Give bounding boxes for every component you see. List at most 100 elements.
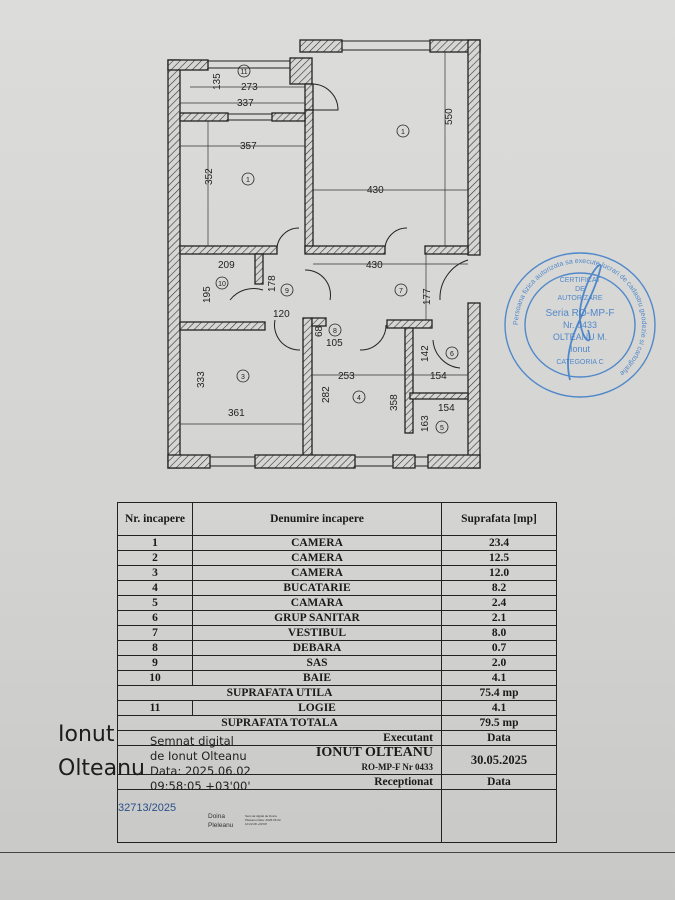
room-marker: 7 bbox=[399, 288, 403, 295]
useful-area-label: SUPRAFATA UTILA bbox=[117, 685, 442, 701]
room-area: 4.1 bbox=[441, 700, 557, 716]
signer-name-line1: Ionut bbox=[58, 722, 115, 747]
room-nr: 9 bbox=[117, 655, 193, 671]
dimension-label: 337 bbox=[237, 98, 254, 109]
room-area: 8.2 bbox=[441, 580, 557, 596]
room-area: 2.1 bbox=[441, 610, 557, 626]
dimension-label: 142 bbox=[420, 345, 431, 362]
stamp-text: OLTEANU M. bbox=[553, 332, 607, 342]
second-signer-line: Pleleanu bbox=[208, 822, 234, 829]
dimension-label: 163 bbox=[420, 415, 431, 432]
sig-line: Semnat digital bbox=[150, 734, 234, 748]
stamp-text: Seria RO-MP-F bbox=[546, 308, 615, 319]
table-header: Nr. incapere Denumire incapere Suprafata… bbox=[117, 502, 557, 536]
dimension-label: 135 bbox=[212, 73, 223, 90]
table-row: 11 LOGIE 4.1 bbox=[117, 700, 557, 716]
room-nr: 11 bbox=[117, 700, 193, 716]
total-area-value: 79.5 mp bbox=[441, 715, 557, 731]
room-marker: 3 bbox=[241, 374, 245, 381]
executant-label: Executant bbox=[117, 730, 442, 746]
total-area-label: SUPRAFATA TOTALA bbox=[117, 715, 442, 731]
room-area: 23.4 bbox=[441, 535, 557, 551]
header-name: Denumire incapere bbox=[192, 502, 442, 536]
dimension-label: 282 bbox=[321, 386, 332, 403]
room-area: 0.7 bbox=[441, 640, 557, 656]
room-area: 12.0 bbox=[441, 565, 557, 581]
receptionat-date bbox=[441, 789, 557, 843]
dimension-label: 357 bbox=[240, 141, 257, 152]
dimension-label: 361 bbox=[228, 408, 245, 419]
stamp-text: CERTIFICAT bbox=[560, 277, 601, 284]
room-name: CAMERA bbox=[192, 535, 442, 551]
room-area: 2.0 bbox=[441, 655, 557, 671]
sig-line: 09:58:05 +03'00' bbox=[150, 779, 251, 793]
floor-plan: 273 135 337 357 352 430 550 209 195 178 … bbox=[167, 39, 481, 469]
room-marker: 8 bbox=[333, 328, 337, 335]
stamp-text: Nr. 0433 bbox=[563, 320, 597, 330]
dimension-label: 178 bbox=[267, 275, 278, 292]
dimension-label: 550 bbox=[444, 108, 455, 125]
dimension-label: 154 bbox=[438, 403, 455, 414]
second-signer-line: Doina bbox=[208, 813, 225, 820]
header-nr: Nr. incapere bbox=[117, 502, 193, 536]
dimension-label: 68 bbox=[314, 325, 325, 337]
useful-area-value: 75.4 mp bbox=[441, 685, 557, 701]
dimension-label: 209 bbox=[218, 260, 235, 271]
room-marker: 9 bbox=[285, 288, 289, 295]
executant-details: IONUT OLTEANU RO-MP-F Nr 0433 bbox=[117, 745, 442, 775]
room-nr: 6 bbox=[117, 610, 193, 626]
stamp-text: DE bbox=[575, 286, 585, 293]
room-area: 8.0 bbox=[441, 625, 557, 641]
dimension-label: 120 bbox=[273, 309, 290, 320]
certificate-number: RO-MP-F Nr 0433 bbox=[361, 762, 433, 772]
dimension-label: 358 bbox=[389, 394, 400, 411]
rooms-table: Nr. incapere Denumire incapere Suprafata… bbox=[117, 502, 557, 843]
registration-number: 32713/2025 bbox=[118, 802, 177, 814]
room-area: 12.5 bbox=[441, 550, 557, 566]
receptionat-details bbox=[117, 789, 442, 843]
room-nr: 7 bbox=[117, 625, 193, 641]
room-name: DEBARA bbox=[192, 640, 442, 656]
sig-line: de Ionut Olteanu bbox=[150, 749, 247, 763]
room-marker: 1 bbox=[246, 177, 250, 184]
executant-details-row: IONUT OLTEANU RO-MP-F Nr 0433 30.05.2025 bbox=[117, 745, 557, 775]
dimension-label: 177 bbox=[422, 288, 433, 305]
room-marker: 6 bbox=[450, 351, 454, 358]
executant-name: IONUT OLTEANU bbox=[315, 745, 433, 760]
room-marker: 11 bbox=[240, 69, 247, 76]
stamp-text: Ionut bbox=[570, 344, 591, 354]
room-name: LOGIE bbox=[192, 700, 442, 716]
useful-area-row: SUPRAFATA UTILA 75.4 mp bbox=[117, 685, 557, 701]
room-nr: 3 bbox=[117, 565, 193, 581]
stamp-text: AUTORIZARE bbox=[558, 295, 603, 302]
signer-name-line2: Olteanu bbox=[58, 756, 145, 781]
dimension-label: 352 bbox=[204, 168, 215, 185]
room-markers bbox=[215, 64, 459, 434]
room-nr: 2 bbox=[117, 550, 193, 566]
authorization-stamp: Persoana fizica autorizata sa execute lu… bbox=[504, 252, 656, 398]
room-marker: 4 bbox=[357, 395, 361, 402]
dimension-label: 273 bbox=[241, 82, 258, 93]
doors bbox=[229, 83, 469, 369]
room-name: BAIE bbox=[192, 670, 442, 686]
room-marker: 10 bbox=[218, 281, 226, 288]
date-label-2: Data bbox=[441, 774, 557, 790]
room-name: CAMERA bbox=[192, 550, 442, 566]
sig-line: Data: 2025.06.02 bbox=[150, 764, 251, 778]
total-area-row: SUPRAFATA TOTALA 79.5 mp bbox=[117, 715, 557, 731]
page-divider bbox=[0, 852, 675, 853]
dimension-label: 253 bbox=[338, 371, 355, 382]
stamp-text: CATEGORIA C bbox=[556, 359, 603, 366]
room-nr: 4 bbox=[117, 580, 193, 596]
room-name: CAMERA bbox=[192, 565, 442, 581]
dimension-label: 430 bbox=[366, 260, 383, 271]
room-nr: 10 bbox=[117, 670, 193, 686]
